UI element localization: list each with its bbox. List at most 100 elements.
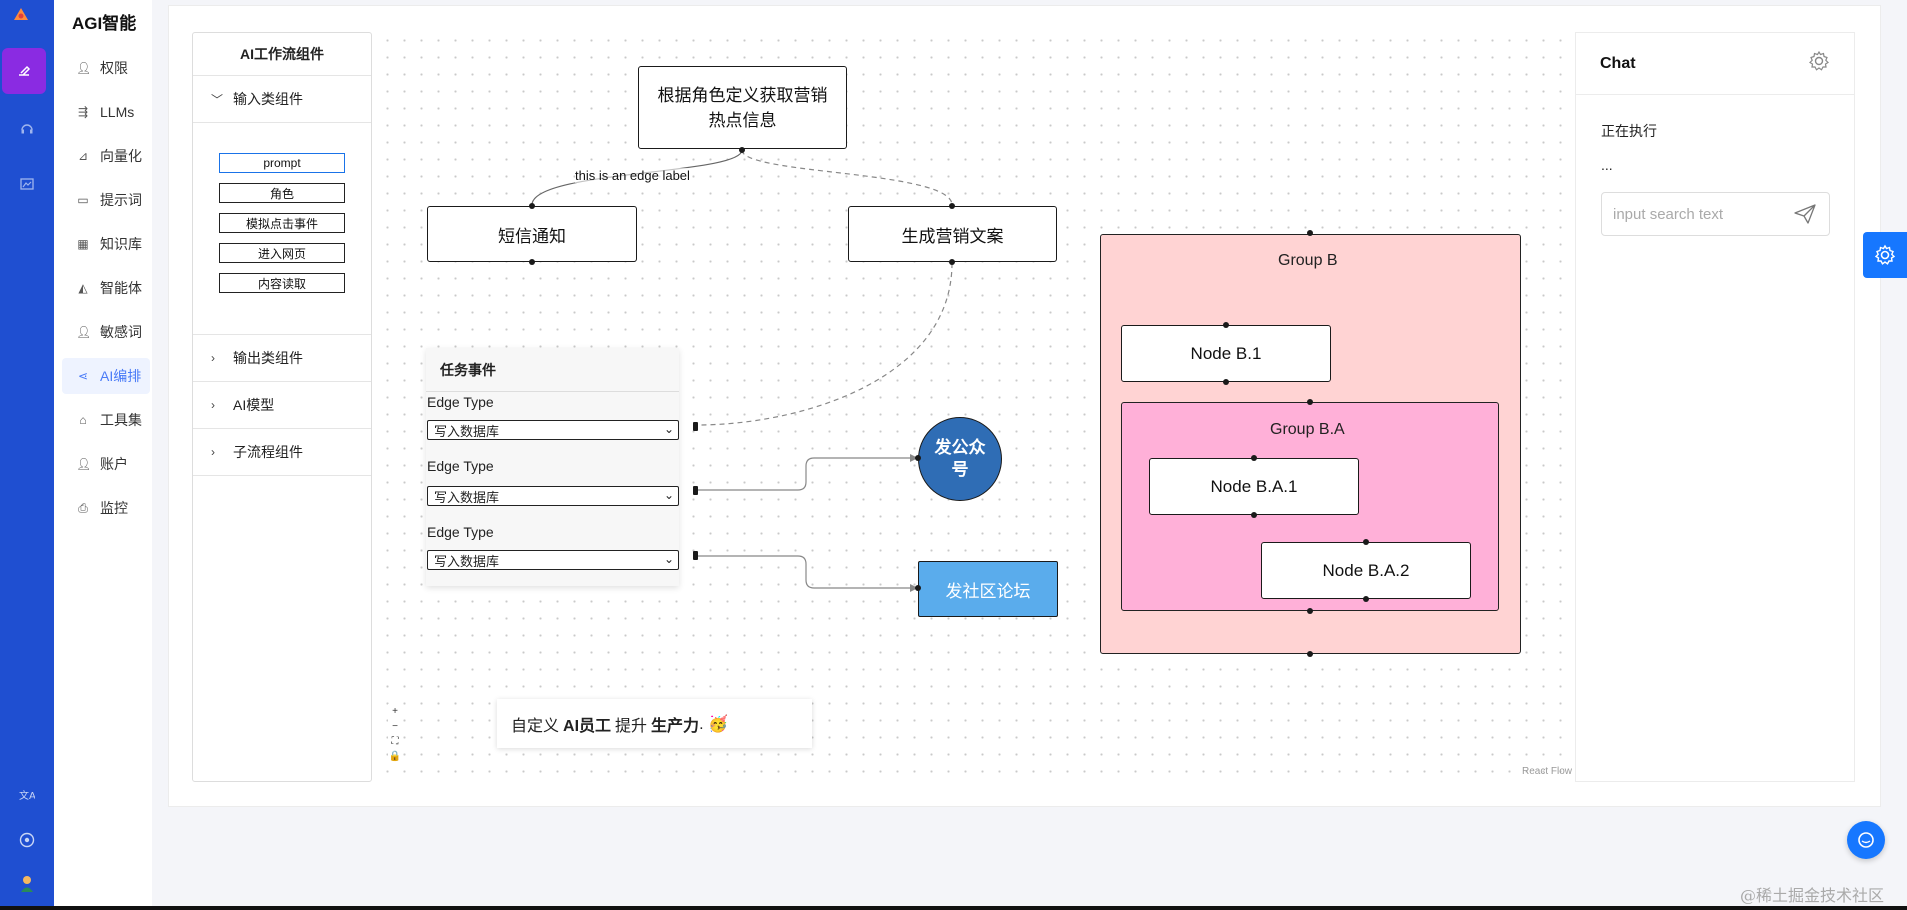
handle[interactable] <box>693 422 698 431</box>
select-value: 写入数据库 <box>434 489 500 505</box>
panel-title: AI工作流组件 <box>193 33 371 76</box>
menu-item-monitor[interactable]: ⎙监控 <box>62 490 150 526</box>
node-wechat[interactable]: 发公众号 <box>918 417 1002 501</box>
handle[interactable] <box>915 585 921 591</box>
task-event-node[interactable]: 任务事件 Edge Type 写入数据库⌄ Edge Type 写入数据库⌄ E… <box>426 348 679 586</box>
fit-view-button[interactable]: ⛶ <box>388 734 402 749</box>
github-icon[interactable] <box>0 822 54 858</box>
send-icon[interactable] <box>1793 203 1817 230</box>
select-value: 写入数据库 <box>434 553 500 569</box>
bottom-bar <box>0 906 1907 910</box>
chevron-right-icon: › <box>211 398 215 412</box>
handle[interactable] <box>1363 539 1369 545</box>
settings-fab[interactable] <box>1863 232 1907 278</box>
react-flow-attribution[interactable]: React Flow <box>1522 766 1573 777</box>
brand-title: AGI智能 <box>72 14 137 33</box>
section-label: 输入类组件 <box>233 91 303 107</box>
section-output[interactable]: ›输出类组件 <box>193 335 371 382</box>
user-icon: 👤︎ <box>76 457 92 471</box>
handle[interactable] <box>1307 651 1313 657</box>
menu-item-permission[interactable]: 👤︎权限 <box>62 50 150 86</box>
user-icon: 👤︎ <box>76 325 92 339</box>
menu-item-label: 监控 <box>100 500 128 516</box>
component-read-content[interactable]: 内容读取 <box>219 273 345 293</box>
calendar-icon: ▦ <box>77 237 89 251</box>
edge-type-select[interactable]: 写入数据库⌄ <box>427 420 679 440</box>
handle[interactable] <box>1307 399 1313 405</box>
user-icon: 👤︎ <box>76 61 92 75</box>
handle[interactable] <box>1307 608 1313 614</box>
workflow-icon[interactable] <box>2 48 46 94</box>
menu-item-agent[interactable]: ◭智能体 <box>62 270 150 306</box>
input-components: prompt 角色 模拟点击事件 进入网页 内容读取 <box>193 123 371 335</box>
group-b-label: Group B <box>1278 252 1338 269</box>
menu-item-label: 智能体 <box>100 280 142 296</box>
handle[interactable] <box>1223 322 1229 328</box>
handle[interactable] <box>949 259 955 265</box>
gear-icon[interactable] <box>1808 50 1830 77</box>
menu-item-llms[interactable]: ⇶LLMs <box>62 94 150 130</box>
gear-icon <box>1874 244 1896 265</box>
node-ba2[interactable]: Node B.A.2 <box>1261 542 1471 599</box>
node-copy[interactable]: 生成营销文案 <box>848 206 1057 262</box>
translate-icon[interactable]: 文A <box>0 778 54 814</box>
handle[interactable] <box>693 551 698 560</box>
handle[interactable] <box>1307 230 1313 236</box>
zoom-in-button[interactable]: + <box>388 704 402 719</box>
handle[interactable] <box>1251 455 1257 461</box>
image-icon[interactable] <box>0 166 54 202</box>
chat-header: Chat <box>1576 33 1854 95</box>
lock-button[interactable]: 🔒 <box>388 749 402 764</box>
section-label: 子流程组件 <box>233 444 303 460</box>
chat-status: 正在执行 <box>1601 123 1657 139</box>
chat-bubble-button[interactable] <box>1847 821 1885 859</box>
section-input[interactable]: ﹀输入类组件 <box>193 76 371 123</box>
edge-type-select[interactable]: 写入数据库⌄ <box>427 486 679 506</box>
flow-controls: + − ⛶ 🔒 <box>388 704 402 764</box>
edge-type-label: Edge Type <box>427 394 494 410</box>
node-forum[interactable]: 发社区论坛 <box>918 561 1058 617</box>
component-enter-webpage[interactable]: 进入网页 <box>219 243 345 263</box>
edge-type-select[interactable]: 写入数据库⌄ <box>427 550 679 570</box>
handle[interactable] <box>529 203 535 209</box>
node-sms[interactable]: 短信通知 <box>427 206 637 262</box>
user-avatar-icon[interactable] <box>0 866 54 902</box>
menu-item-label: 工具集 <box>100 412 142 428</box>
section-ai-model[interactable]: ›AI模型 <box>193 382 371 429</box>
handle[interactable] <box>1251 512 1257 518</box>
menu-item-label: 知识库 <box>100 236 142 252</box>
task-title: 任务事件 <box>426 348 679 392</box>
chat-input[interactable] <box>1613 205 1783 223</box>
handle[interactable] <box>529 259 535 265</box>
menu-item-account[interactable]: 👤︎ 账户 <box>62 446 150 482</box>
component-role[interactable]: 角色 <box>219 183 345 203</box>
logo-icon <box>12 6 30 27</box>
node-hot-info[interactable]: 根据角色定义获取营销热点信息 <box>638 66 847 149</box>
node-b1[interactable]: Node B.1 <box>1121 325 1331 382</box>
menu-item-label: AI编排 <box>100 368 142 384</box>
menu-item-prompt[interactable]: ▭提示词 <box>62 182 150 218</box>
menu-item-knowledge[interactable]: ▦ 知识库 <box>62 226 150 262</box>
section-subflow[interactable]: ›子流程组件 <box>193 429 371 476</box>
handle[interactable] <box>949 203 955 209</box>
handle[interactable] <box>739 147 745 153</box>
zoom-out-button[interactable]: − <box>388 719 402 734</box>
node-ba1[interactable]: Node B.A.1 <box>1149 458 1359 515</box>
tool-icon: ⌂ <box>79 413 87 427</box>
component-click-event[interactable]: 模拟点击事件 <box>219 213 345 233</box>
menu-item-ai-orchestration[interactable]: ⋖AI编排 <box>62 358 150 394</box>
section-label: 输出类组件 <box>233 350 303 366</box>
menu-item-sensitive[interactable]: 👤︎敏感词 <box>62 314 150 350</box>
menu-item-label: 向量化 <box>100 148 142 164</box>
handle[interactable] <box>1363 596 1369 602</box>
menu-item-vectorize[interactable]: ⊿向量化 <box>62 138 150 174</box>
component-prompt[interactable]: prompt <box>219 153 345 173</box>
menu-item-tools[interactable]: ⌂ 工具集 <box>62 402 150 438</box>
left-rail: 文A <box>0 0 54 910</box>
handle[interactable] <box>1223 379 1229 385</box>
handle[interactable] <box>915 455 921 461</box>
handle[interactable] <box>693 486 698 495</box>
headset-icon[interactable] <box>0 110 54 146</box>
select-value: 写入数据库 <box>434 423 500 439</box>
menu-item-label: 账户 <box>100 456 128 472</box>
